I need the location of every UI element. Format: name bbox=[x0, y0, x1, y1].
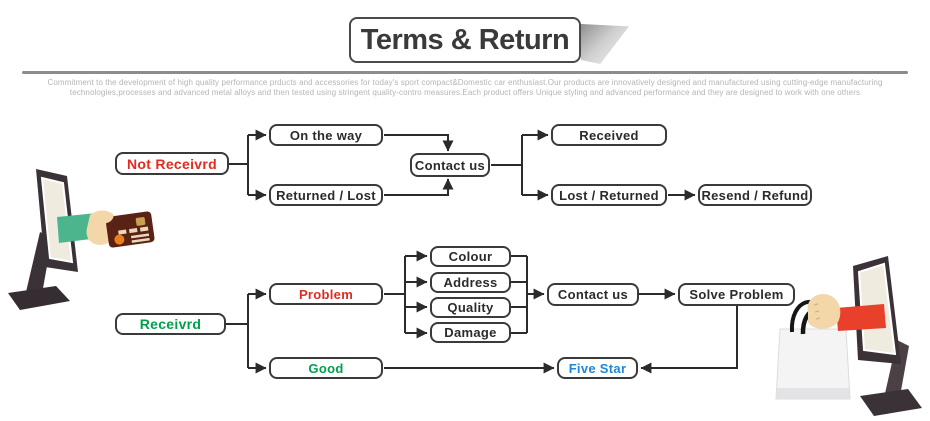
left-monitor-illustration bbox=[8, 169, 155, 310]
flow-node-on-the-way: On the way bbox=[269, 124, 383, 146]
flow-node-solve-problem: Solve Problem bbox=[678, 283, 795, 306]
flow-node-address: Address bbox=[430, 272, 511, 293]
title-banner: Terms & Return bbox=[349, 17, 581, 63]
divider-line bbox=[22, 71, 908, 74]
commitment-paragraph: Commitment to the development of high qu… bbox=[45, 78, 885, 98]
flow-node-resend-refund: Resend / Refund bbox=[698, 184, 812, 206]
red-sleeve bbox=[836, 304, 886, 331]
flow-connectors bbox=[226, 129, 738, 374]
monitor-icon bbox=[8, 169, 78, 310]
flow-node-five-star: Five Star bbox=[557, 357, 638, 379]
finger-lines bbox=[813, 303, 821, 320]
flow-node-damage: Damage bbox=[430, 322, 511, 343]
flow-node-contact-us-top: Contact us bbox=[410, 153, 490, 177]
credit-card-icon bbox=[105, 211, 155, 248]
flow-node-problem: Problem bbox=[269, 283, 383, 305]
flow-node-received: Receivrd bbox=[115, 313, 226, 335]
flow-node-quality: Quality bbox=[430, 297, 511, 318]
page-title: Terms & Return bbox=[360, 23, 570, 56]
flow-node-colour: Colour bbox=[430, 246, 511, 267]
flow-node-received-result: Received bbox=[551, 124, 667, 146]
right-monitor-illustration bbox=[775, 256, 922, 416]
commitment-line-1: Commitment to the development of high qu… bbox=[47, 78, 883, 87]
hand-icon bbox=[807, 293, 841, 329]
flow-node-returned-lost: Returned / Lost bbox=[269, 184, 383, 206]
thumb bbox=[98, 212, 114, 224]
commitment-line-2: technologies,processes and advanced meta… bbox=[69, 88, 861, 97]
flow-node-good: Good bbox=[269, 357, 383, 379]
flow-node-contact-us-bottom: Contact us bbox=[547, 283, 639, 306]
monitor-icon bbox=[853, 256, 922, 416]
flow-node-lost-returned: Lost / Returned bbox=[551, 184, 667, 206]
flow-node-not-received: Not Receivrd bbox=[115, 152, 229, 175]
